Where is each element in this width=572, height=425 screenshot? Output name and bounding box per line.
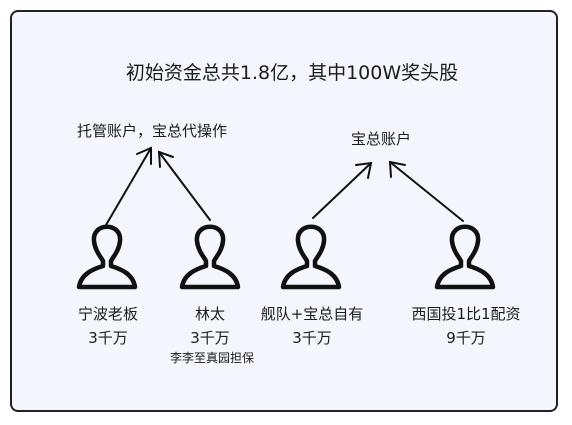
person-icon (437, 227, 493, 287)
person-amount: 3千万 (292, 329, 332, 347)
person-amount: 3千万 (88, 329, 128, 347)
person-icon (283, 227, 339, 287)
person-icon (79, 227, 135, 287)
group-label-baozong-account: 宝总账户 (350, 130, 412, 148)
person-name: 林太 (194, 305, 226, 323)
person-amount: 3千万 (190, 329, 230, 347)
arrow-fleet-to-baozong (312, 161, 373, 219)
group-label-trust-account: 托管账户，宝总代操作 (76, 122, 228, 140)
diagram-frame (10, 10, 558, 412)
person-name: 宁波老板 (77, 305, 139, 323)
person-name: 西国投1比1配资 (411, 305, 521, 323)
person-name: 舰队+宝总自有 (260, 305, 364, 323)
person-icon (182, 227, 238, 287)
arrow-xiguotou-to-baozong (388, 160, 464, 222)
diagram-title: 初始资金总共1.8亿，其中100W奖头股 (125, 62, 459, 84)
person-amount: 9千万 (446, 329, 486, 347)
arrow-lintai-to-trust (157, 150, 211, 221)
person-note: 李李至真园担保 (169, 351, 255, 365)
arrow-ningbo-to-trust (105, 146, 152, 226)
